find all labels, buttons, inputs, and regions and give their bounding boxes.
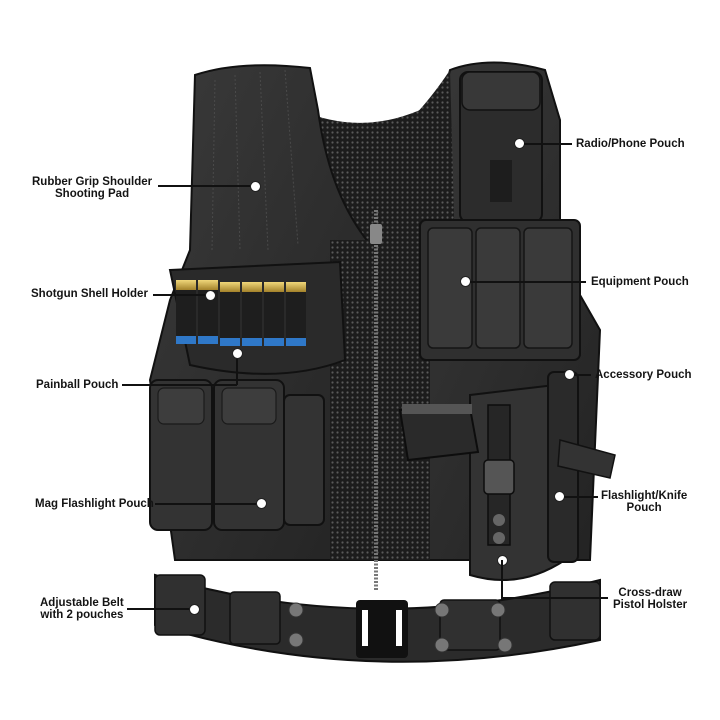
callout-text-line2: Pistol Holster [613,599,688,611]
callout-dot-shell-holder [205,290,216,301]
callout-line-painball-pouch [122,384,237,386]
callout-dot-mag-flashlight-pouch [256,498,267,509]
callout-text-line1: Radio/Phone Pouch [576,138,685,150]
callout-label-flashlight-knife-pouch: Flashlight/Knife Pouch [601,490,687,514]
callout-label-mag-flashlight-pouch: Mag Flashlight Pouch [35,498,154,510]
callout-dot-shoulder-pad [250,181,261,192]
callout-line-radio-phone-pouch [524,143,572,145]
callout-vline-cross-draw-holster [501,560,503,598]
callout-label-equipment-pouch: Equipment Pouch [591,276,689,288]
callout-dot-painball-pouch [232,348,243,359]
callout-text-line2: Shooting Pad [55,188,130,200]
callout-label-painball-pouch: Painball Pouch [36,379,118,391]
callout-text-line1: Equipment Pouch [591,276,689,288]
callout-text-line1: Rubber Grip Shoulder [32,176,153,188]
callout-text-line1: Adjustable Belt [40,597,124,609]
callout-line-equipment-pouch [470,281,586,283]
callout-label-adjustable-belt: Adjustable Belt with 2 pouches [40,597,124,621]
callout-line-mag-flashlight-pouch [155,503,260,505]
callout-line-cross-draw-holster [501,597,608,599]
callout-label-cross-draw-holster: Cross-draw Pistol Holster [613,587,687,611]
callout-line-adjustable-belt [127,608,192,610]
callout-label-radio-phone-pouch: Radio/Phone Pouch [576,138,685,150]
callout-text-line1: Cross-draw [618,587,682,599]
callout-line-accessory-pouch [574,374,591,376]
callout-line-shoulder-pad [158,185,254,187]
callout-dot-adjustable-belt [189,604,200,615]
callout-text-line1: Shotgun Shell Holder [31,288,148,300]
callout-line-flashlight-knife-pouch [564,496,598,498]
callout-text-line1: Flashlight/Knife [601,490,688,502]
callout-line-shell-holder [153,294,209,296]
callout-text-line1: Painball Pouch [36,379,119,391]
callout-label-accessory-pouch: Accessory Pouch [595,369,692,381]
callout-text-line2: with 2 pouches [40,609,124,621]
callout-text-line1: Accessory Pouch [595,369,692,381]
callout-label-shoulder-pad: Rubber Grip Shoulder Shooting Pad [32,176,152,200]
callout-vline-painball-pouch [236,354,238,385]
callout-text-line2: Pouch [626,502,662,514]
callout-text-line1: Mag Flashlight Pouch [35,498,154,510]
callout-label-shell-holder: Shotgun Shell Holder [31,288,148,300]
